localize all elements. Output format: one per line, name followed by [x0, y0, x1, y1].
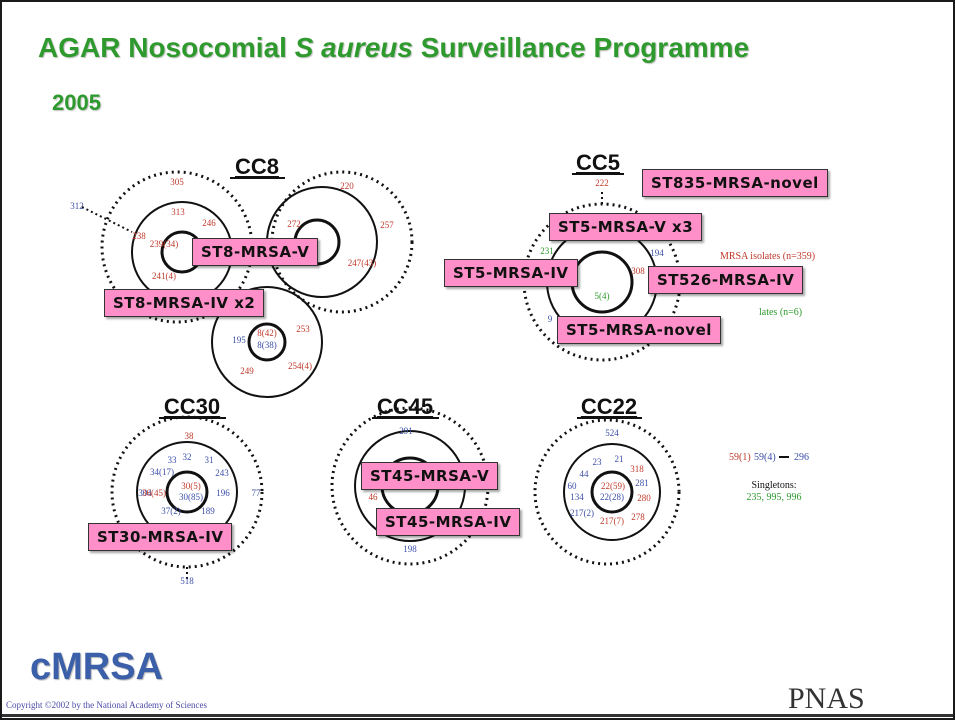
- st-node-label: 195: [232, 335, 246, 345]
- st-node-label: 189: [201, 506, 215, 516]
- st-node-label: 254(4): [288, 361, 312, 371]
- st59-node-a: 59(1): [729, 452, 751, 463]
- st-node-label: 518: [180, 576, 194, 586]
- cc8-ring-bottom: [211, 286, 323, 398]
- st-node-label: 291: [399, 426, 413, 436]
- st-node-label: 46: [369, 492, 379, 502]
- cc30-inner-ring: [165, 470, 209, 514]
- st-node-label: 44: [580, 469, 590, 479]
- cc22-ring: [563, 443, 661, 541]
- st-node-label: 22(28): [600, 492, 624, 502]
- st-node-label: 32: [183, 452, 192, 462]
- st-node-label: 313: [171, 207, 185, 217]
- cmrsa-logo: cMRSA: [30, 646, 164, 688]
- st-node-label: 198: [403, 544, 417, 554]
- st-node-label: 38: [185, 431, 195, 441]
- st-node-label: 196: [216, 488, 230, 498]
- st-node-label: 34(17): [150, 467, 174, 477]
- st-node-label: 5(4): [595, 291, 610, 301]
- cluster-heading-cc30: CC30: [164, 394, 220, 419]
- st-node-label: 8(42): [257, 328, 277, 338]
- singletons-title: Singletons:: [751, 480, 796, 491]
- legend-mrsa: MRSA isolates (n=359): [720, 251, 815, 262]
- st-node-label: 318: [630, 464, 644, 474]
- label-st8-iv: ST8-MRSA-IV x2: [104, 289, 265, 317]
- st-node-label: 241(4): [152, 271, 176, 281]
- label-st30-iv: ST30-MRSA-IV: [88, 523, 233, 551]
- st-node-label: 280: [637, 493, 651, 503]
- cluster-heading-cc8: CC8: [235, 154, 279, 179]
- st-node-label: 60: [568, 481, 578, 491]
- st-node-label: 9: [548, 314, 553, 324]
- st59-node-b: 59(4): [754, 452, 776, 463]
- pnas-logo: PNAS: [788, 682, 865, 715]
- cc22-inner-ring: [590, 470, 634, 514]
- st-node-label: 247(43): [348, 258, 377, 268]
- st-node-label: 243: [215, 468, 229, 478]
- st-node-label: 308: [631, 266, 645, 276]
- st-node-label: 246: [202, 218, 216, 228]
- cc5-inner-ring: [570, 250, 634, 314]
- st-node-label: 524: [605, 428, 619, 438]
- st-node-label: 36(45): [142, 488, 166, 498]
- st-node-label: 8(38): [257, 340, 277, 350]
- st296-node: 296: [794, 452, 809, 463]
- st-node-label: 238: [132, 231, 146, 241]
- label-st5-iv: ST5-MRSA-IV: [444, 259, 578, 287]
- st-node-label: 194: [650, 248, 664, 258]
- slide-subtitle-year: 2005: [52, 90, 101, 115]
- st-node-label: 30(85): [179, 492, 203, 502]
- st-node-label: 37(2): [161, 506, 181, 516]
- st-node-label: 134: [570, 492, 584, 502]
- st-node-label: 257: [380, 220, 394, 230]
- st-node-label: 22(59): [601, 481, 625, 491]
- singletons-list: 235, 995, 996: [747, 492, 802, 503]
- cc30-outer-ring: [110, 415, 264, 569]
- st-node-label: 220: [340, 181, 354, 191]
- label-st5-v: ST5-MRSA-V x3: [549, 213, 703, 241]
- copyright-text: Copyright ©2002 by the National Academy …: [6, 700, 208, 710]
- st-node-label: 30(5): [181, 481, 201, 491]
- st-node-label: 278: [631, 512, 645, 522]
- st-node-label: 217(7): [600, 516, 624, 526]
- st-node-label: 231: [540, 246, 554, 256]
- st-node-label: 23: [593, 457, 603, 467]
- st-node-label: 217(2): [570, 508, 594, 518]
- st-node-label: 31: [205, 455, 214, 465]
- st-node-label: 253: [296, 324, 310, 334]
- label-st835: ST835-MRSA-novel: [642, 169, 828, 197]
- slide-title: AGAR Nosocomial S aureus Surveillance Pr…: [38, 32, 750, 63]
- bottom-rule: [2, 714, 953, 717]
- label-st45-iv: ST45-MRSA-IV: [376, 508, 521, 536]
- legend-mssa: lates (n=6): [759, 307, 802, 318]
- st-node-label: 239(34): [150, 239, 179, 249]
- st-node-label: 77: [252, 488, 262, 498]
- label-st5-novel: ST5-MRSA-novel: [557, 316, 721, 344]
- cluster-heading-cc45: CC45: [377, 394, 433, 419]
- label-st8-v: ST8-MRSA-V: [192, 238, 319, 266]
- label-st45-v: ST45-MRSA-V: [361, 462, 499, 490]
- st-node-label: 272: [287, 219, 301, 229]
- st-node-label: 281: [635, 478, 649, 488]
- label-st526: ST526-MRSA-IV: [648, 266, 804, 294]
- st-node-label: 222: [595, 178, 609, 188]
- st-node-label: 312: [70, 201, 84, 211]
- st-node-label: 21: [615, 454, 624, 464]
- st-node-label: 33: [168, 455, 178, 465]
- st-node-label: 249: [240, 366, 254, 376]
- cluster-heading-cc22: CC22: [581, 394, 637, 419]
- st-node-label: 304: [138, 488, 152, 498]
- st-node-label: 305: [170, 177, 184, 187]
- cc8-link-312: [81, 206, 133, 233]
- cc8-outer-ring-right: [270, 170, 414, 314]
- cc8-inner-ring-bottom: [247, 322, 287, 362]
- cc22-outer-ring: [533, 418, 681, 566]
- cluster-heading-cc5: CC5: [576, 150, 620, 175]
